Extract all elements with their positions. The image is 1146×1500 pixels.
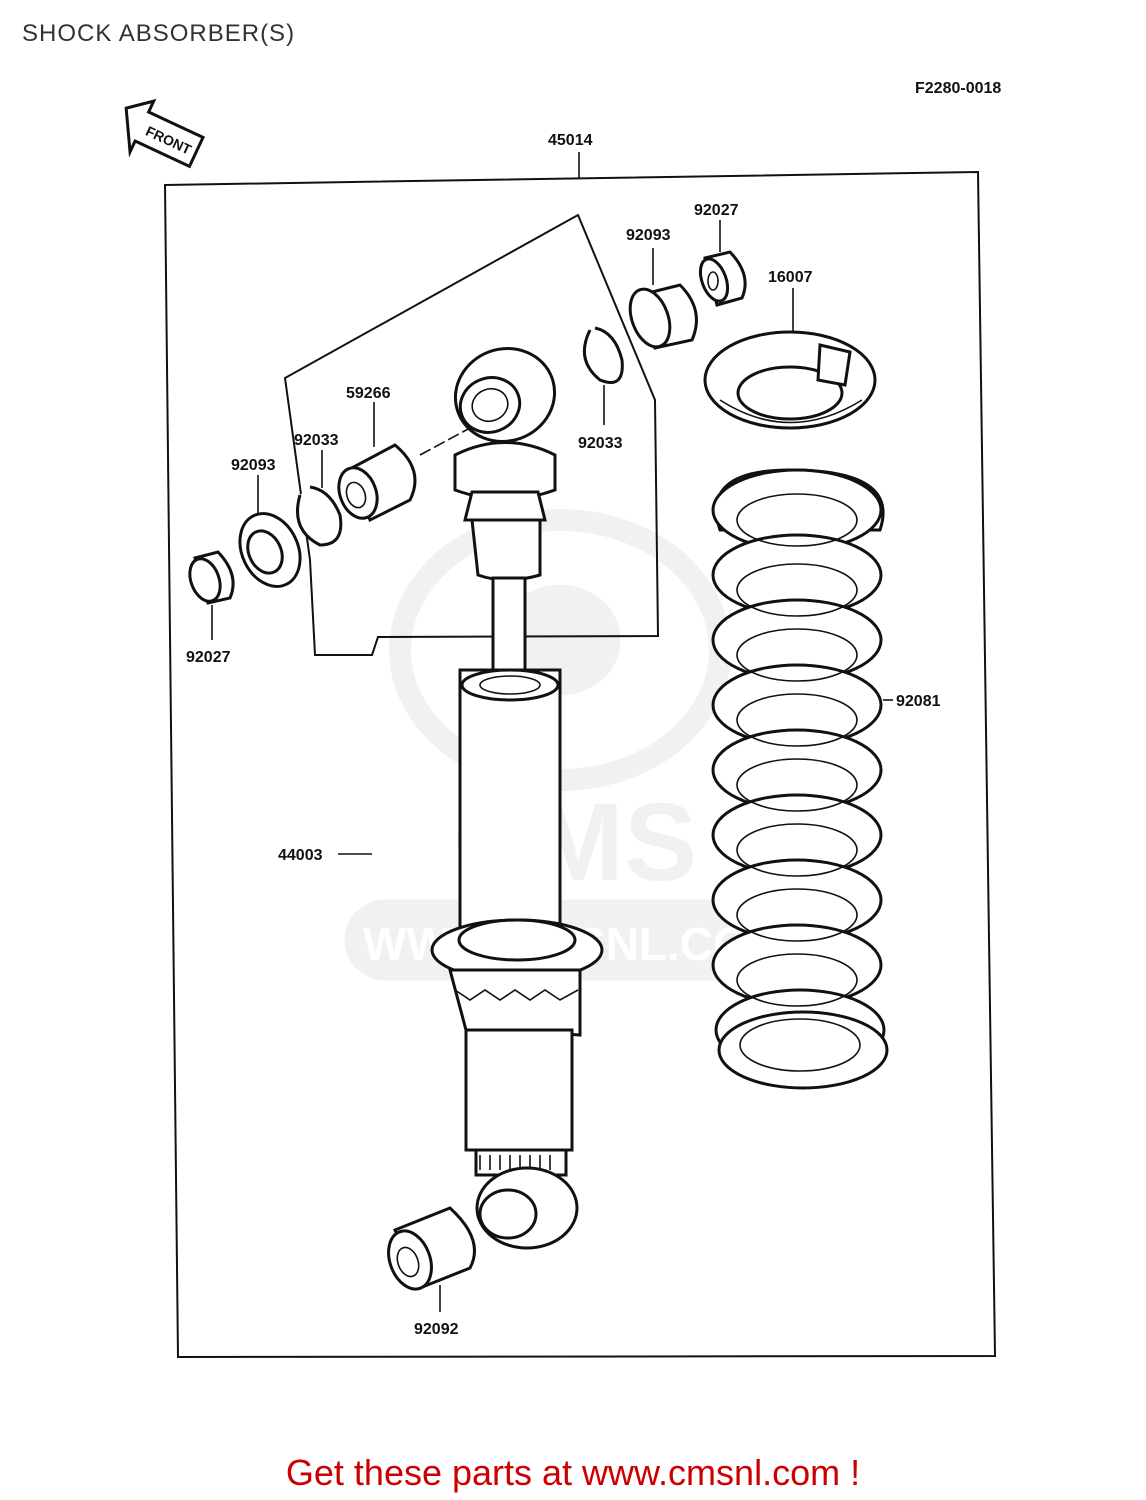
label-59266: 59266 [346,385,391,402]
label-92092: 92092 [414,1321,459,1338]
shock-absorber [430,347,604,1250]
seal-left [238,512,302,588]
shock-unit-outline [283,213,660,656]
spring-seat [703,330,877,430]
label-92027-left: 92027 [186,649,231,666]
collar-right [698,250,747,307]
label-92093-right: 92093 [626,227,671,244]
label-92033-left: 92033 [294,432,339,449]
label-92033-right: 92033 [578,435,623,452]
circlip-right [582,326,624,384]
label-45014: 45014 [548,132,593,149]
label-92081: 92081 [896,693,941,710]
parts-diagram: CMS WWW.CMSNL.COM F2280-0018 FRONT 45014 [124,80,1001,1359]
label-92027-right: 92027 [694,202,739,219]
seal-right [628,283,698,350]
label-92093-left: 92093 [231,457,276,474]
axis-upper [419,427,471,456]
circlip-left [296,485,343,547]
page-title: SHOCK ABSORBER(S) [22,20,296,47]
assembly-outline [163,170,997,1359]
bushing-upper [337,443,417,523]
label-16007: 16007 [768,269,813,286]
collar-left [188,550,235,605]
label-44003: 44003 [278,847,323,864]
bushing-lower [387,1206,476,1291]
diagram-code: F2280-0018 [915,80,1001,97]
front-arrow-icon: FRONT [124,98,206,169]
coil-spring [711,468,889,1090]
promo-link[interactable]: Get these parts at www.cmsnl.com ! [285,1452,861,1493]
